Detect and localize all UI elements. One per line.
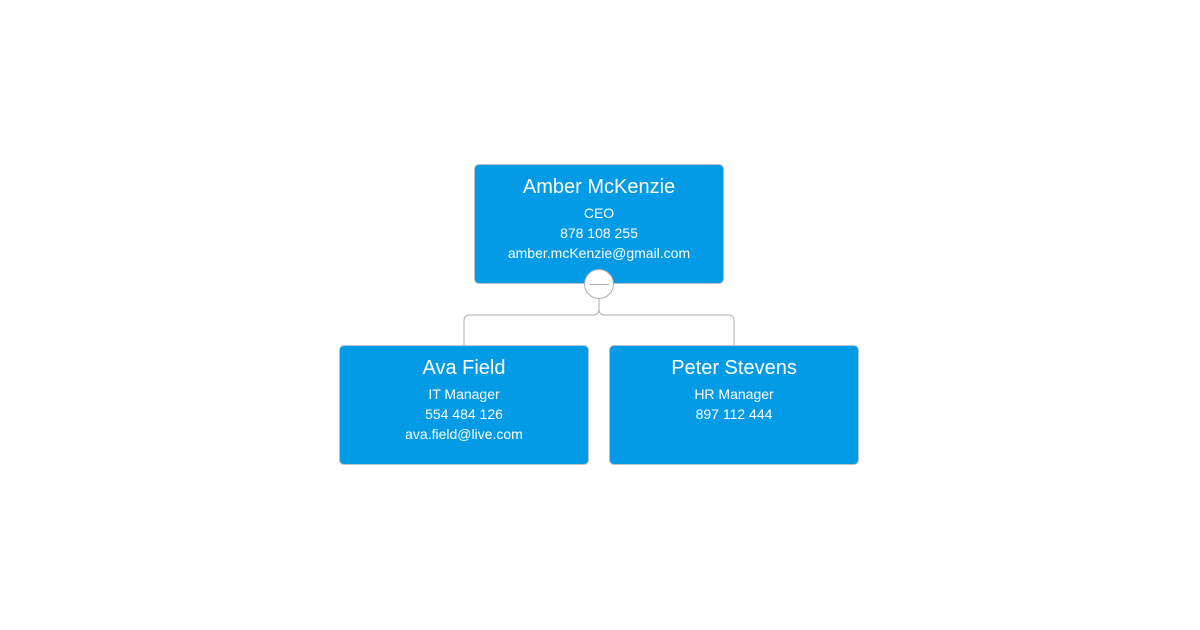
node-it-manager[interactable]: Ava Field IT Manager 554 484 126 ava.fie… xyxy=(339,345,589,465)
minus-icon xyxy=(590,284,609,285)
node-name: Amber McKenzie xyxy=(522,176,676,198)
node-email: amber.mcKenzie@gmail.com xyxy=(507,245,691,261)
link-ceo-to-hr-manager xyxy=(598,299,735,345)
node-title: CEO xyxy=(583,205,615,221)
node-phone: 554 484 126 xyxy=(425,406,503,422)
node-phone: 878 108 255 xyxy=(560,225,638,241)
node-email: ava.field@live.com xyxy=(405,426,523,442)
node-title: IT Manager xyxy=(428,386,500,402)
node-title: HR Manager xyxy=(694,386,774,402)
node-hr-manager[interactable]: Peter Stevens HR Manager 897 112 444 xyxy=(609,345,859,465)
node-name: Peter Stevens xyxy=(671,357,797,379)
node-name: Ava Field xyxy=(422,357,506,379)
node-phone: 897 112 444 xyxy=(695,406,773,422)
link-ceo-to-it-manager xyxy=(463,299,600,345)
collapse-button[interactable] xyxy=(584,269,614,299)
node-ceo[interactable]: Amber McKenzie CEO 878 108 255 amber.mcK… xyxy=(474,164,724,284)
